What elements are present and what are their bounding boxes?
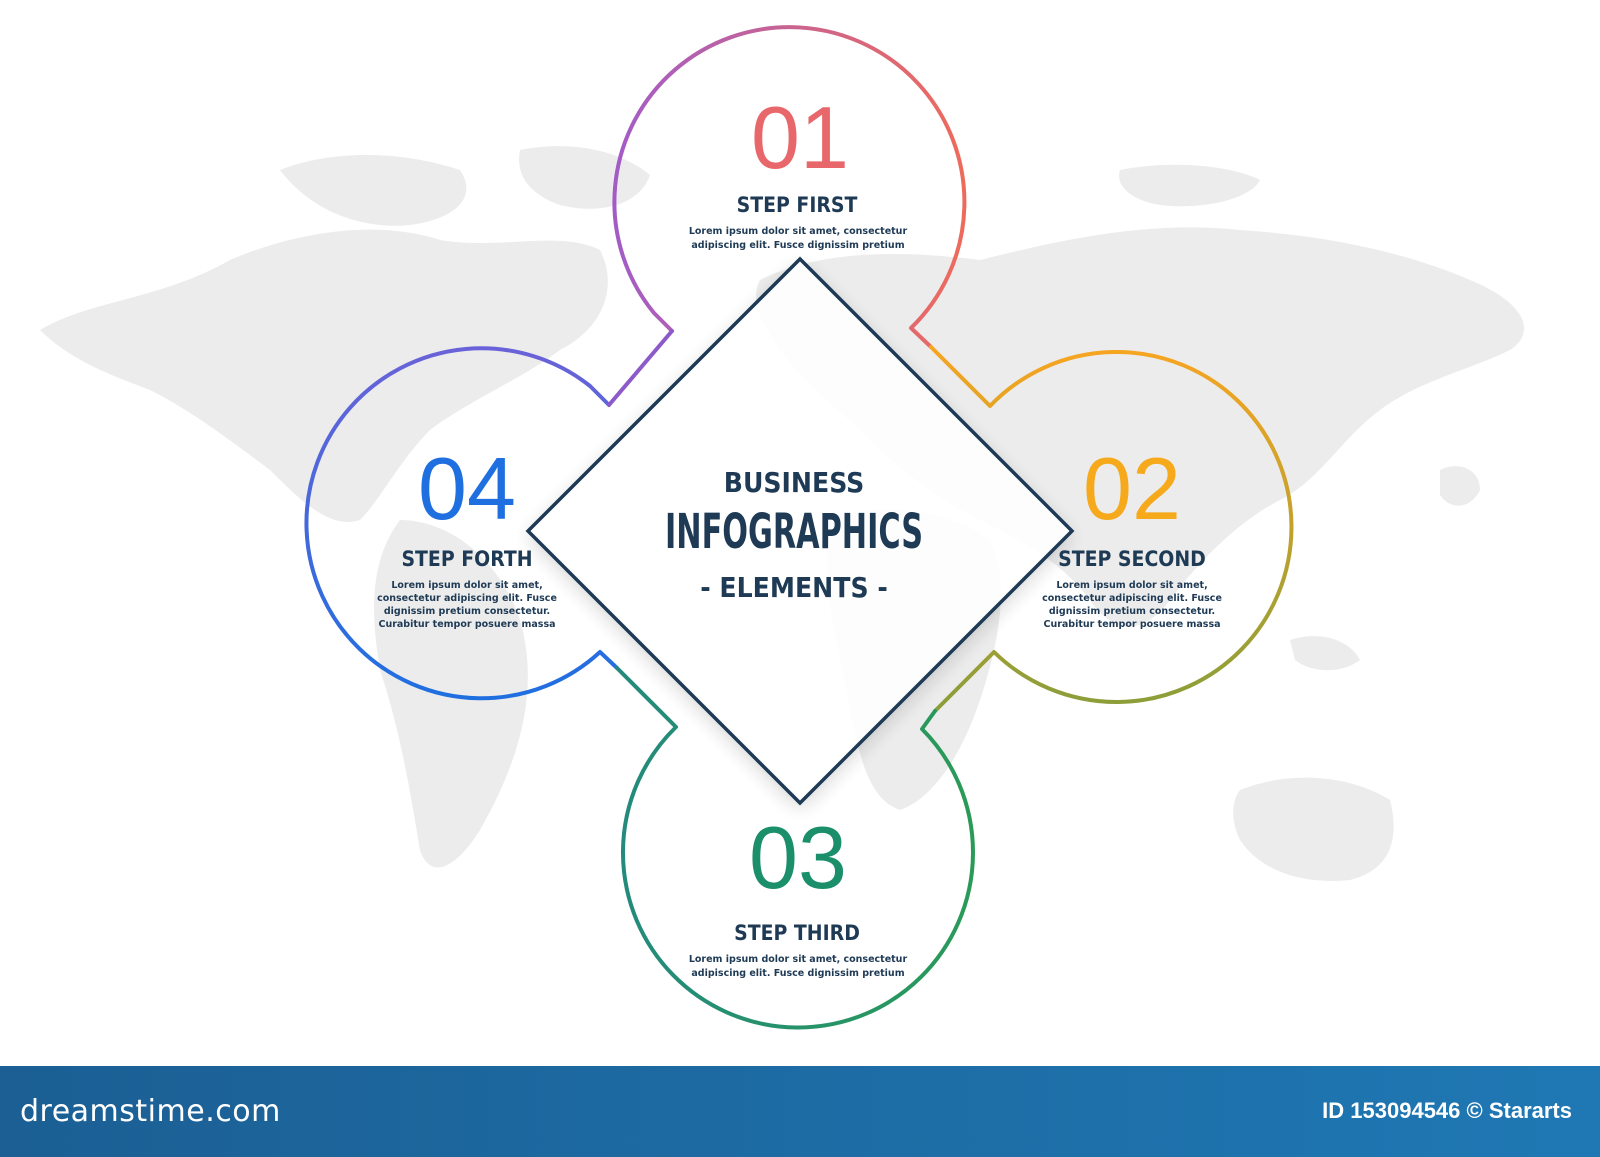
- step2-desc-line3: dignissim pretium consectetur.: [1049, 606, 1215, 617]
- dreamstime-logo[interactable]: dreamstime.com: [20, 1094, 281, 1129]
- step4-title: STEP FORTH: [401, 547, 532, 571]
- step-outlines: [304, 25, 1294, 1030]
- step1-title: STEP FIRST: [737, 193, 858, 217]
- step4-desc-line4: Curabitur tempor posuere massa: [378, 619, 555, 630]
- center-infographics: INFOGRAPHICS: [665, 504, 923, 560]
- step4-desc-line3: dignissim pretium consectetur.: [384, 606, 550, 617]
- step2-desc-line4: Curabitur tempor posuere massa: [1043, 619, 1220, 630]
- stock-image-id: ID 153094546 © Stararts: [1322, 1098, 1572, 1123]
- step4-number: 04: [418, 439, 516, 538]
- stock-footer-bar: dreamstime.com ID 153094546 © Stararts: [0, 1066, 1600, 1157]
- infographic-canvas: BUSINESS INFOGRAPHICS - ELEMENTS - 01 ST…: [40, 25, 1525, 1030]
- step2-number: 02: [1083, 439, 1181, 538]
- step3-outline: [615, 666, 975, 1030]
- step3-desc-line1: Lorem ipsum dolor sit amet, consectetur: [689, 954, 908, 965]
- step2-desc-line2: consectetur adipiscing elit. Fusce: [1042, 593, 1222, 604]
- step2-title: STEP SECOND: [1058, 547, 1206, 571]
- step1-number: 01: [751, 88, 849, 187]
- step1-desc-line2: adipiscing elit. Fusce dignissim pretium: [691, 240, 904, 251]
- step2-desc-line1: Lorem ipsum dolor sit amet,: [1056, 580, 1207, 591]
- center-business: BUSINESS: [724, 466, 864, 499]
- step3-desc-line2: adipiscing elit. Fusce dignissim pretium: [691, 968, 904, 979]
- center-elements: - ELEMENTS -: [700, 571, 888, 604]
- step1-outline: [612, 25, 967, 349]
- step4-desc-line1: Lorem ipsum dolor sit amet,: [391, 580, 542, 591]
- step3-number: 03: [749, 808, 847, 907]
- step4-desc-line2: consectetur adipiscing elit. Fusce: [377, 593, 557, 604]
- connector-top-left: [607, 329, 674, 407]
- step2-outline: [929, 345, 1294, 713]
- step1-desc-line1: Lorem ipsum dolor sit amet, consectetur: [689, 226, 908, 237]
- center-diamond: [525, 256, 1075, 806]
- step3-title: STEP THIRD: [734, 921, 860, 945]
- step4-outline: [304, 346, 619, 701]
